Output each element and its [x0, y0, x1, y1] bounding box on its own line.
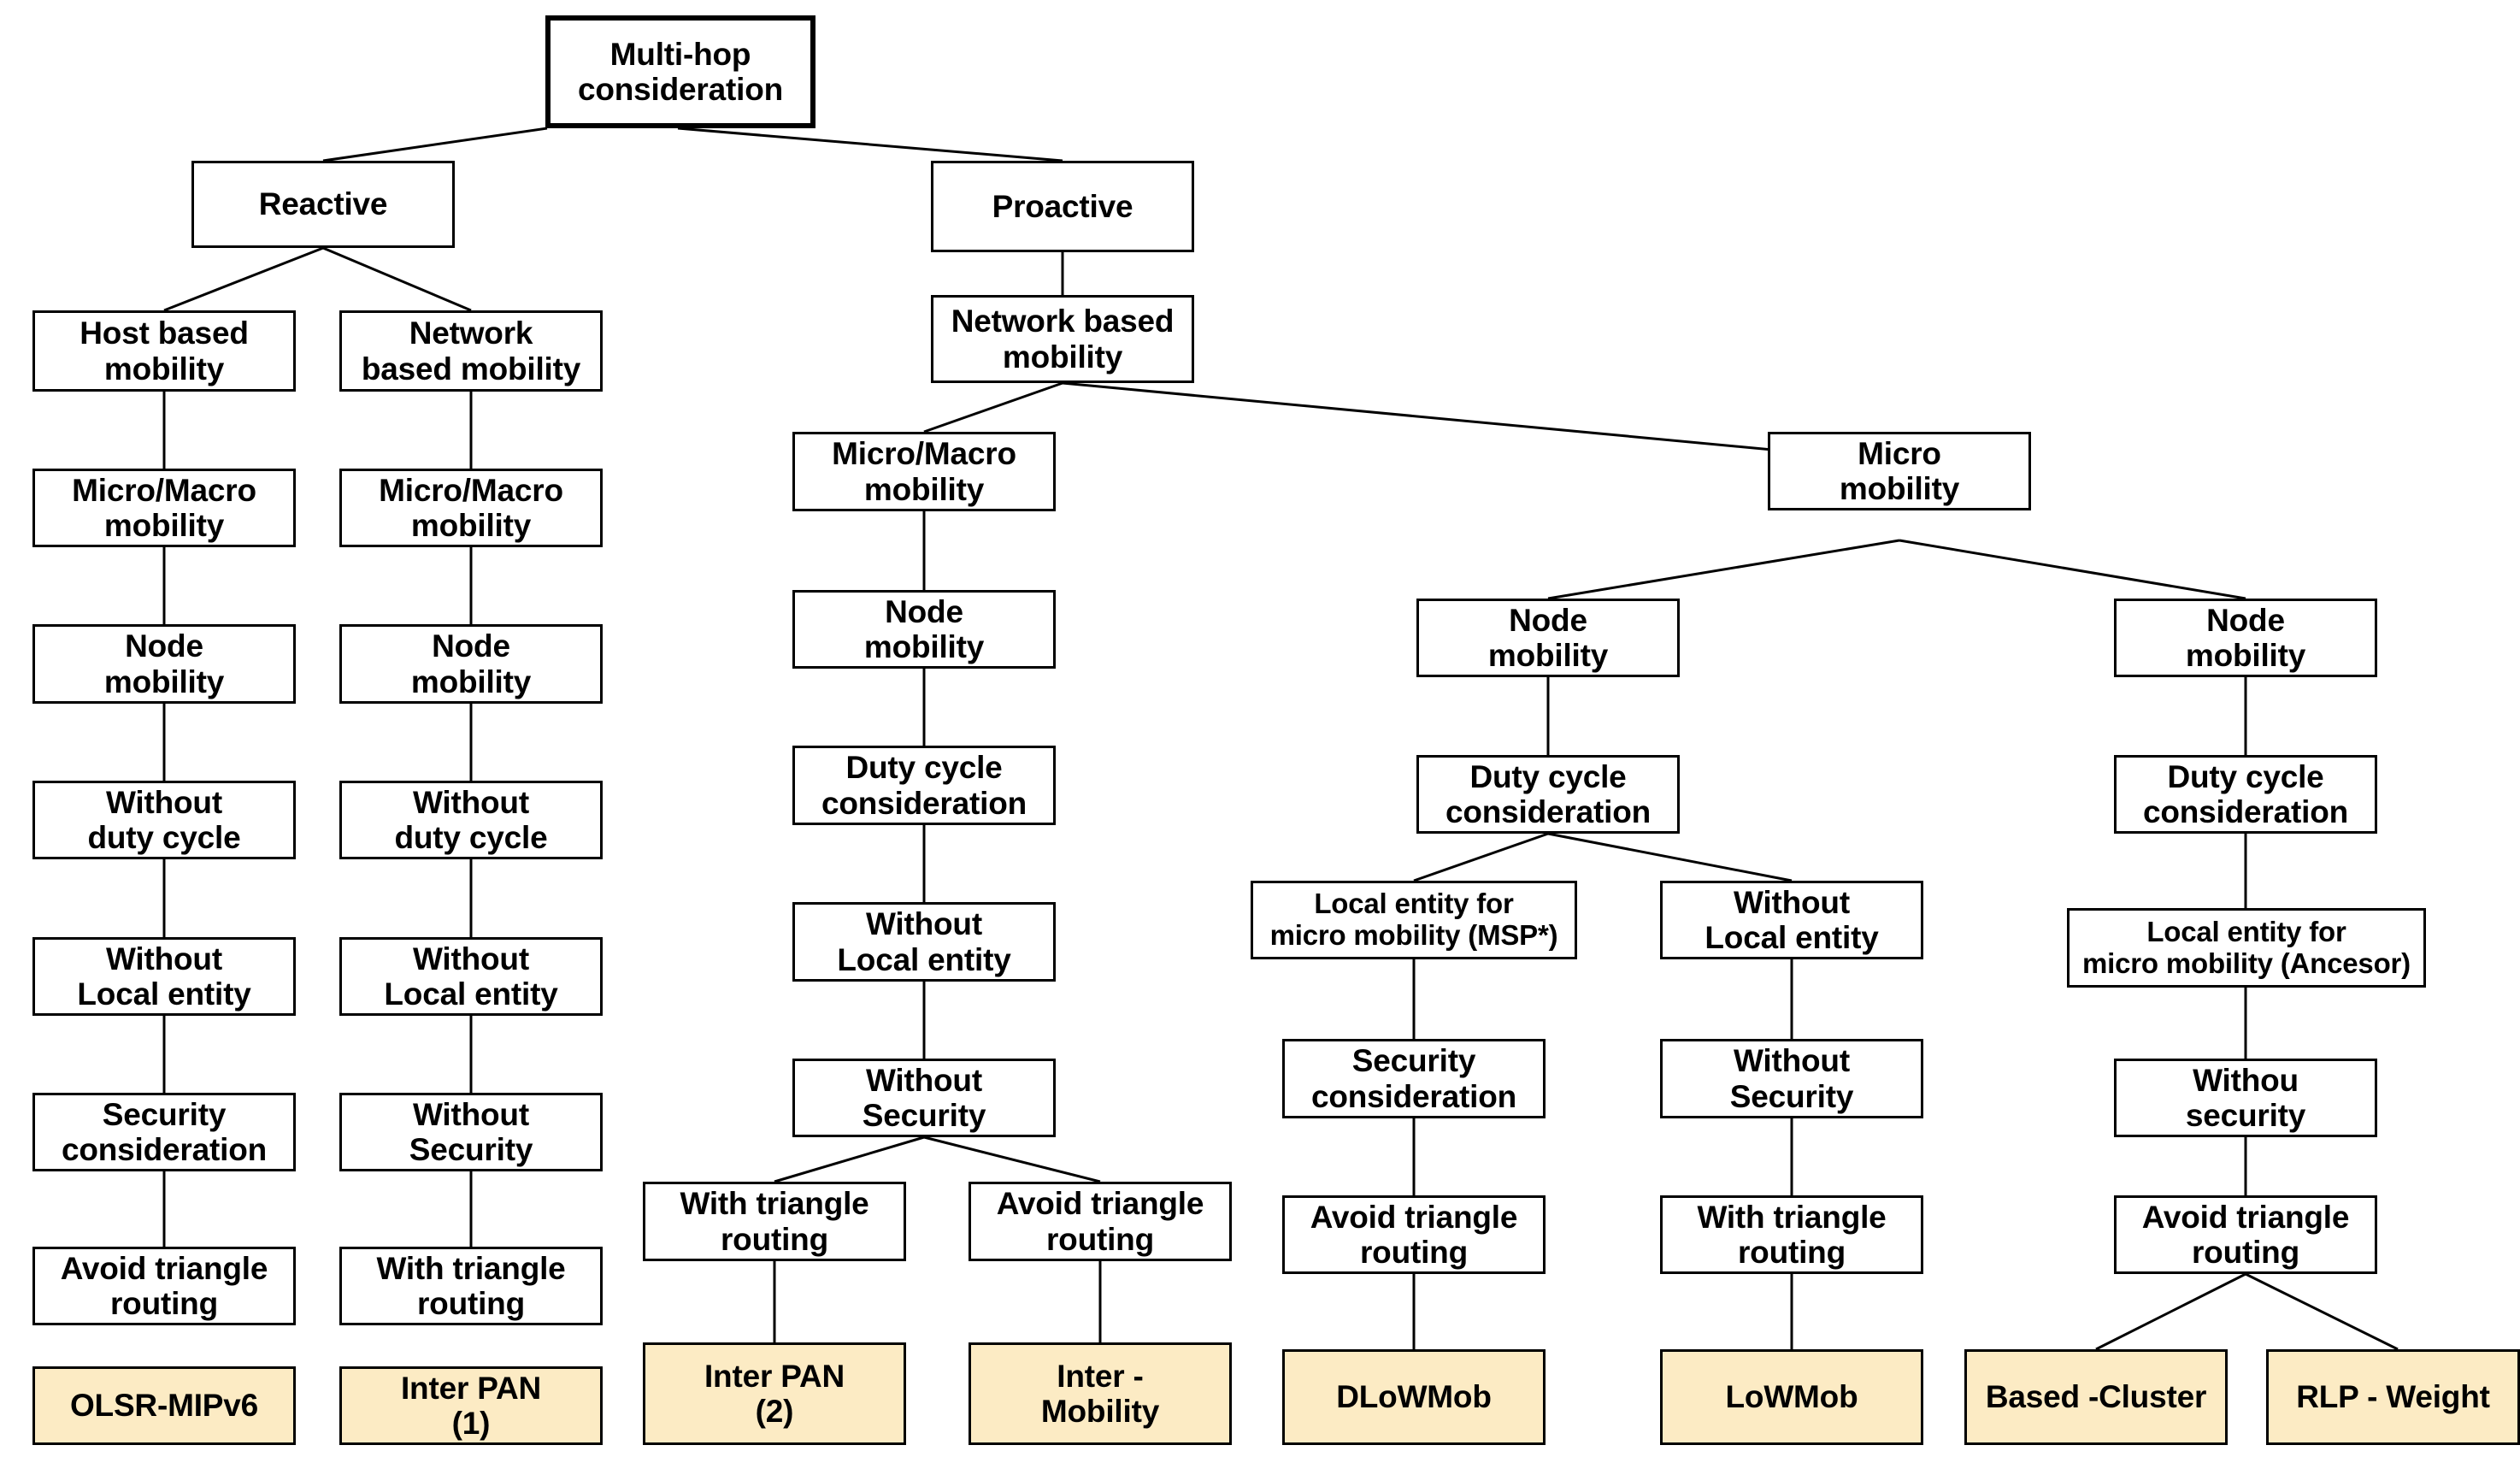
node-c5-duty-cycle-consideration[interactable]: Duty cycle consideration: [1416, 755, 1680, 834]
node-c7-withou-security[interactable]: Withou security: [2114, 1059, 2377, 1137]
node-c1-node-mobility[interactable]: Node mobility: [32, 624, 296, 704]
node-c3-with-triangle-routing[interactable]: With triangle routing: [643, 1182, 906, 1261]
node-proactive-network-based-mobility[interactable]: Network based mobility: [931, 295, 1194, 383]
node-c3-without-security[interactable]: Without Security: [792, 1059, 1056, 1137]
node-proactive[interactable]: Proactive: [931, 161, 1194, 252]
node-c3-leaf-inter-pan-2[interactable]: Inter PAN (2): [643, 1342, 906, 1445]
node-c6-with-triangle-routing[interactable]: With triangle routing: [1660, 1195, 1923, 1274]
node-c2-with-triangle-routing[interactable]: With triangle routing: [339, 1247, 603, 1325]
node-c1-security-consideration[interactable]: Security consideration: [32, 1093, 296, 1171]
node-c2-leaf-inter-pan-1[interactable]: Inter PAN (1): [339, 1366, 603, 1445]
node-c7-leaf-based-cluster[interactable]: Based -Cluster: [1964, 1349, 2228, 1445]
node-c5-leaf-dlowmob[interactable]: DLoWMob: [1282, 1349, 1546, 1445]
node-c5-security-consideration[interactable]: Security consideration: [1282, 1039, 1546, 1118]
node-c6-leaf-lowmob[interactable]: LoWMob: [1660, 1349, 1923, 1445]
node-c6-without-local-entity[interactable]: Without Local entity: [1660, 881, 1923, 959]
node-c7-node-mobility[interactable]: Node mobility: [2114, 599, 2377, 677]
node-reactive[interactable]: Reactive: [191, 161, 455, 248]
node-c1-micro-macro-mobility[interactable]: Micro/Macro mobility: [32, 469, 296, 547]
node-c7-avoid-triangle-routing[interactable]: Avoid triangle routing: [2114, 1195, 2377, 1274]
node-c3-node-mobility[interactable]: Node mobility: [792, 590, 1056, 669]
node-c2-without-security[interactable]: Without Security: [339, 1093, 603, 1171]
node-c2-without-duty-cycle[interactable]: Without duty cycle: [339, 781, 603, 859]
node-c2-node-mobility[interactable]: Node mobility: [339, 624, 603, 704]
node-c2-micro-macro-mobility[interactable]: Micro/Macro mobility: [339, 469, 603, 547]
node-c1-leaf-olsr-mipv6[interactable]: OLSR-MIPv6: [32, 1366, 296, 1445]
node-c1-avoid-triangle-routing[interactable]: Avoid triangle routing: [32, 1247, 296, 1325]
node-c7-duty-cycle-consideration[interactable]: Duty cycle consideration: [2114, 755, 2377, 834]
node-c7-local-entity-micro-mobility-ancesor[interactable]: Local entity for micro mobility (Ancesor…: [2067, 908, 2426, 988]
node-c7-leaf-rlp-weight[interactable]: RLP - Weight: [2266, 1349, 2520, 1445]
node-micro-mobility[interactable]: Micro mobility: [1768, 432, 2031, 510]
node-c5-local-entity-micro-mobility-msp[interactable]: Local entity for micro mobility (MSP*): [1251, 881, 1577, 959]
node-c6-without-security[interactable]: Without Security: [1660, 1039, 1923, 1118]
node-host-based-mobility[interactable]: Host based mobility: [32, 310, 296, 392]
node-c3-micro-macro-mobility[interactable]: Micro/Macro mobility: [792, 432, 1056, 511]
node-reactive-network-based-mobility[interactable]: Network based mobility: [339, 310, 603, 392]
node-c1-without-duty-cycle[interactable]: Without duty cycle: [32, 781, 296, 859]
node-c2-without-local-entity[interactable]: Without Local entity: [339, 937, 603, 1016]
node-c5-avoid-triangle-routing[interactable]: Avoid triangle routing: [1282, 1195, 1546, 1274]
node-c4-leaf-inter-mobility[interactable]: Inter - Mobility: [969, 1342, 1232, 1445]
node-root[interactable]: Multi-hop consideration: [545, 15, 815, 128]
node-c3-duty-cycle-consideration[interactable]: Duty cycle consideration: [792, 746, 1056, 825]
node-c4-avoid-triangle-routing[interactable]: Avoid triangle routing: [969, 1182, 1232, 1261]
node-c1-without-local-entity[interactable]: Without Local entity: [32, 937, 296, 1016]
node-c3-without-local-entity[interactable]: Without Local entity: [792, 902, 1056, 982]
node-c5-node-mobility[interactable]: Node mobility: [1416, 599, 1680, 677]
